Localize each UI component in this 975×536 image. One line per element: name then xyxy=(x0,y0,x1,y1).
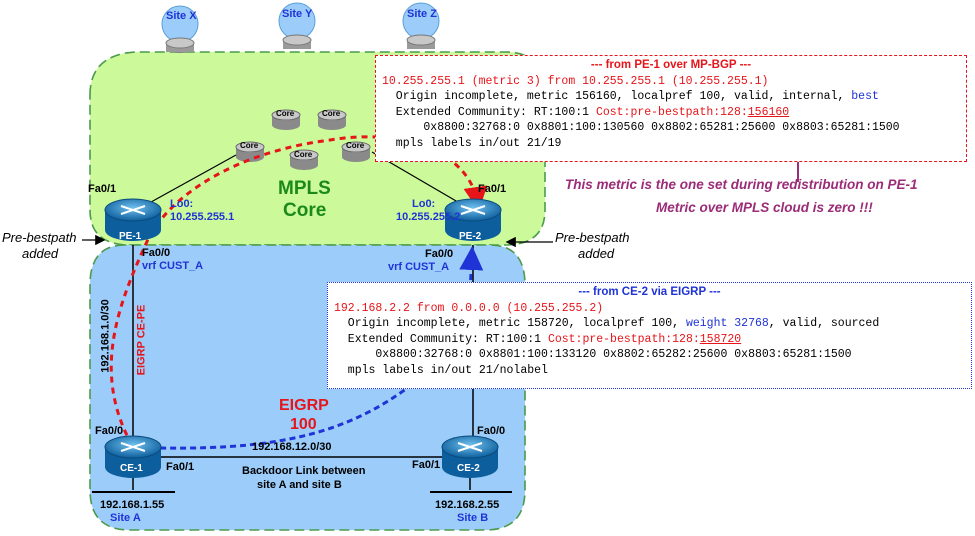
eigrp-ce-pe-label: EIGRP CE-PE xyxy=(135,304,148,376)
mpbgp-cost-value: 156160 xyxy=(747,105,790,119)
mpbgp-cost: Cost:pre-bestpath:128: xyxy=(595,105,748,119)
eigrp-line-1: 192.168.2.2 from 0.0.0.0 (10.255.255.2) xyxy=(334,301,604,315)
pe2-name: PE-2 xyxy=(459,231,482,242)
blue-path-eigrp xyxy=(159,246,484,450)
backdoor-subnet: 192.168.12.0/30 xyxy=(252,441,332,453)
core-label-5: Core xyxy=(346,141,365,150)
router-pe2 xyxy=(444,198,502,241)
eigrp-line-3: Extended Community: RT:100:1 xyxy=(334,332,548,346)
note-line-2: Metric over MPLS cloud is zero !!! xyxy=(656,200,873,215)
eigrp-line-5: mpls labels in/out 21/nolabel xyxy=(334,363,548,377)
mpbgp-line-4: 0x8800:32768:0 0x8801:100:130560 0x8802:… xyxy=(382,121,900,134)
eigrp-line-2-end: , valid, sourced xyxy=(768,317,880,330)
core-router-4 xyxy=(289,149,319,170)
eigrp-line-2: Origin incomplete, metric 158720, localp… xyxy=(334,317,686,330)
site-x-label: Site X xyxy=(166,10,197,22)
site-z-label: Site Z xyxy=(407,8,437,20)
pe1-vrf: vrf CUST_A xyxy=(142,260,204,272)
mpbgp-box-title: --- from PE-1 over MP-BGP --- xyxy=(590,59,752,71)
site-b-label: Site B xyxy=(457,512,489,524)
eigrp-100-as: 100 xyxy=(290,416,317,433)
eigrp-box-title: --- from CE-2 via EIGRP --- xyxy=(578,286,721,298)
site-y-label: Site Y xyxy=(282,8,313,20)
backdoor-label-l1: Backdoor Link between xyxy=(242,465,366,477)
mpbgp-output-box: --- from PE-1 over MP-BGP --- 10.255.255… xyxy=(375,55,967,162)
pe2-vrf: vrf CUST_A xyxy=(388,261,450,273)
eigrp-cost: Cost:pre-bestpath:128: xyxy=(547,332,700,346)
ce2-if-up: Fa0/0 xyxy=(477,425,506,437)
pe2-lo-ip: 10.255.255.2 xyxy=(396,211,461,223)
ce2-lan: 192.168.2.55 xyxy=(435,499,500,511)
mpls-core-title: MPLS xyxy=(278,178,331,199)
eigrp-cost-value: 158720 xyxy=(699,332,742,346)
pe1-lo-label: Lo0: xyxy=(170,198,194,210)
core-router-3 xyxy=(235,141,265,162)
pre-bestpath-right-l1: Pre-bestpath xyxy=(555,230,630,245)
note-line-1: This metric is the one set during redist… xyxy=(565,177,918,192)
pe2-if-down: Fa0/0 xyxy=(425,248,454,260)
pre-bestpath-right-l2: added xyxy=(578,246,615,261)
ce1-name: CE-1 xyxy=(120,463,143,474)
ce1-lan: 192.168.1.55 xyxy=(100,499,165,511)
link-pe1-ce1-subnet: 192.168.1.0/30 xyxy=(99,299,112,373)
core-router-2 xyxy=(317,109,347,130)
core-label-2: Core xyxy=(322,109,341,118)
eigrp-line-4: 0x8800:32768:0 0x8801:100:133120 0x8802:… xyxy=(334,348,852,361)
core-router-5 xyxy=(341,141,371,162)
core-label-3: Core xyxy=(240,141,259,150)
ce1-if-right: Fa0/1 xyxy=(166,461,195,473)
pe1-if-up: Fa0/1 xyxy=(88,183,117,195)
site-a-label: Site A xyxy=(110,512,141,524)
pre-bestpath-left-l1: Pre-bestpath xyxy=(2,230,77,245)
mpbgp-line-1: 10.255.255.1 (metric 3) from 10.255.255.… xyxy=(382,74,769,88)
mpbgp-line-3: Extended Community: RT:100:1 xyxy=(382,105,596,119)
pe2-lo-label: Lo0: xyxy=(412,198,436,210)
backdoor-label-l2: site A and site B xyxy=(257,479,342,491)
core-label-4: Core xyxy=(294,150,313,159)
red-path-mpbgp xyxy=(109,135,488,446)
mpbgp-best: best xyxy=(851,90,879,103)
pe1-name: PE-1 xyxy=(119,231,142,242)
router-ce1 xyxy=(104,435,162,478)
ce2-if-left: Fa0/1 xyxy=(412,459,441,471)
mpbgp-line-5: mpls labels in/out 21/19 xyxy=(382,136,562,150)
mpbgp-line-2: Origin incomplete, metric 156160, localp… xyxy=(382,90,852,103)
core-router-1 xyxy=(271,109,301,130)
pe2-if-up: Fa0/1 xyxy=(478,183,507,195)
eigrp-100-title: EIGRP xyxy=(279,397,329,414)
core-label-1: Core xyxy=(276,109,295,118)
remote-site-x xyxy=(161,5,199,53)
ce2-name: CE-2 xyxy=(457,463,480,474)
ce1-if-up: Fa0/0 xyxy=(95,425,124,437)
router-ce2 xyxy=(441,435,499,478)
eigrp-output-box: --- from CE-2 via EIGRP --- 192.168.2.2 … xyxy=(327,282,972,389)
remote-site-y xyxy=(278,2,316,49)
remote-site-z xyxy=(402,2,440,49)
pe1-if-down: Fa0/0 xyxy=(142,247,171,259)
router-pe1 xyxy=(104,198,162,241)
pre-bestpath-left-l2: added xyxy=(22,246,59,261)
eigrp-weight: weight 32768 xyxy=(685,317,769,330)
mpls-core-subtitle: Core xyxy=(283,200,327,221)
pe1-lo-ip: 10.255.255.1 xyxy=(170,211,235,223)
